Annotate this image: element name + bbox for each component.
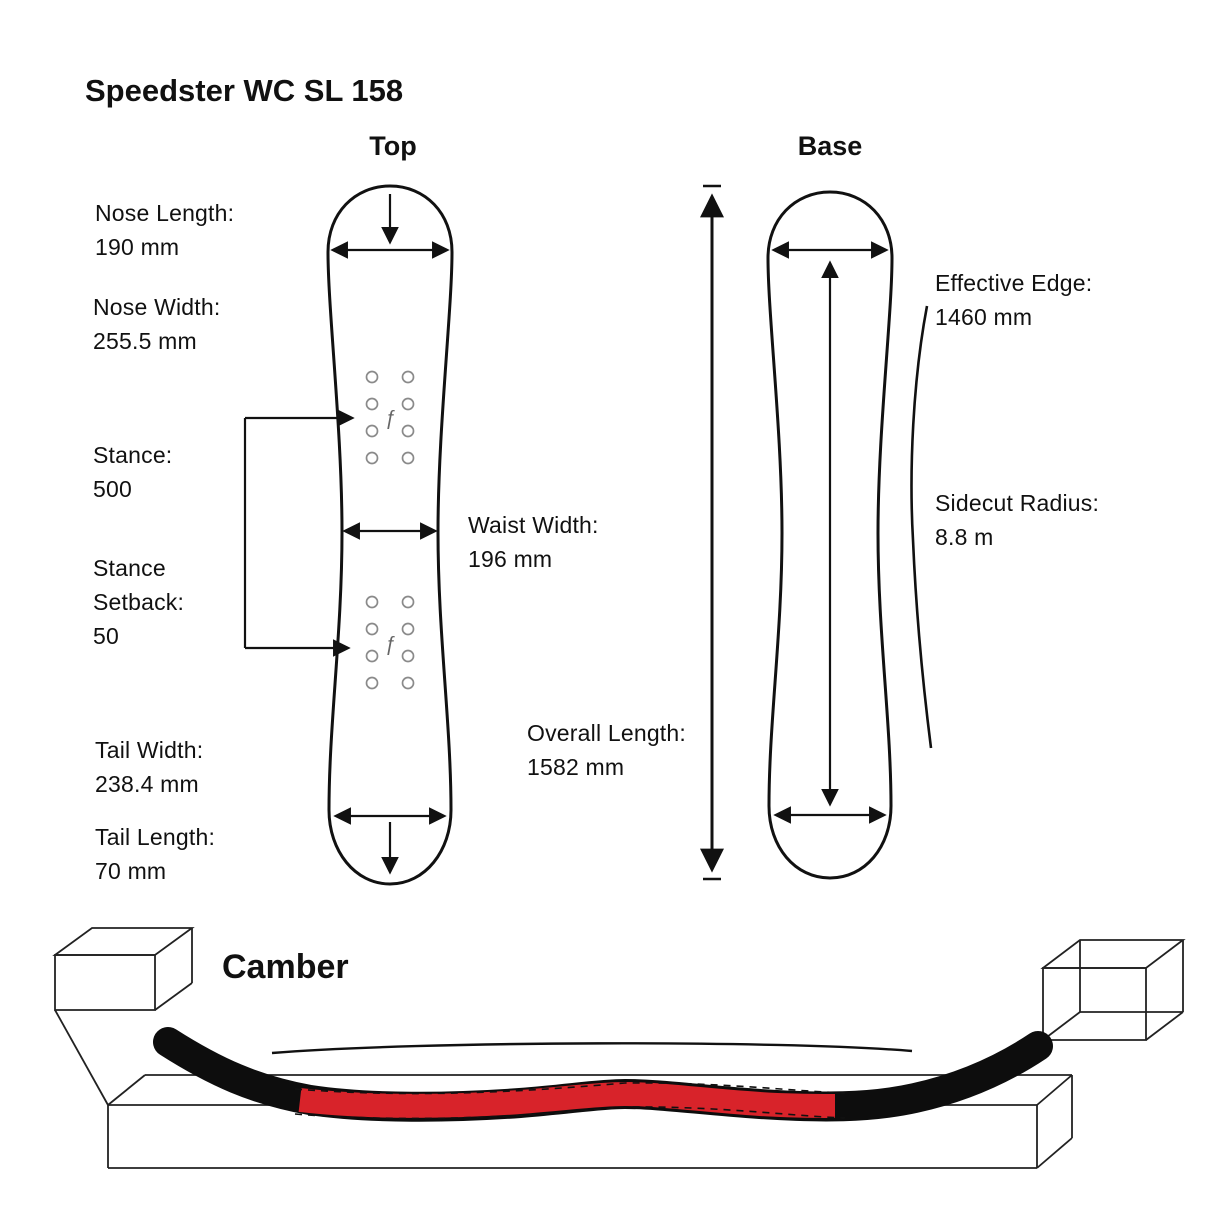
insert-group-rear xyxy=(365,595,415,690)
spec-label: Nose Width: xyxy=(93,294,221,320)
spec-sidecut-radius: Sidecut Radius: 8.8 m xyxy=(935,486,1165,554)
top-view-label: Top xyxy=(369,131,417,161)
spec-stance-setback: Stance Setback: 50 xyxy=(93,551,223,653)
spec-value: 50 xyxy=(93,623,119,649)
spec-label: Tail Length: xyxy=(95,824,216,850)
spec-value: 1582 mm xyxy=(527,754,625,780)
spec-value: 196 mm xyxy=(468,546,553,572)
spec-label: Stance Setback: xyxy=(93,555,185,615)
sidecut-curve xyxy=(910,305,933,749)
spec-effective-edge: Effective Edge: 1460 mm xyxy=(935,266,1165,334)
spec-value: 70 mm xyxy=(95,858,167,884)
spec-label: Sidecut Radius: xyxy=(935,490,1100,516)
spec-label: Nose Length: xyxy=(95,200,235,226)
spec-label: Stance: xyxy=(93,442,173,468)
spec-label: Overall Length: xyxy=(527,720,686,746)
spec-tail-width: Tail Width: 238.4 mm xyxy=(95,733,285,801)
spec-value: 238.4 mm xyxy=(95,771,199,797)
spec-value: 500 xyxy=(93,476,132,502)
brand-mark-icon: ƒ xyxy=(384,633,395,655)
spec-tail-length: Tail Length: 70 mm xyxy=(95,820,285,888)
spec-overall-length: Overall Length: 1582 mm xyxy=(527,716,737,784)
spec-value: 255.5 mm xyxy=(93,328,197,354)
overall-length-arrow xyxy=(700,184,724,881)
spec-value: 190 mm xyxy=(95,234,180,260)
spec-label: Tail Width: xyxy=(95,737,204,763)
spec-stance: Stance: 500 xyxy=(93,438,253,506)
base-view-label: Base xyxy=(797,131,863,161)
camber-fixture xyxy=(52,927,1186,1169)
spec-waist-width: Waist Width: 196 mm xyxy=(468,508,668,576)
camber-section-label: Camber xyxy=(222,948,349,986)
spec-label: Waist Width: xyxy=(468,512,599,538)
spec-label: Effective Edge: xyxy=(935,270,1093,296)
spec-nose-width: Nose Width: 255.5 mm xyxy=(93,290,283,358)
camber-reference-line xyxy=(271,1042,913,1055)
camber-board-profile xyxy=(153,1027,1053,1122)
spec-value: 8.8 m xyxy=(935,524,994,550)
brand-mark-icon: ƒ xyxy=(384,407,395,429)
stance-bracket xyxy=(243,409,355,657)
page-title: Speedster WC SL 158 xyxy=(85,73,404,108)
top-board-outline xyxy=(326,184,454,886)
spec-value: 1460 mm xyxy=(935,304,1033,330)
insert-group-front xyxy=(365,370,415,465)
spec-nose-length: Nose Length: 190 mm xyxy=(95,196,285,264)
